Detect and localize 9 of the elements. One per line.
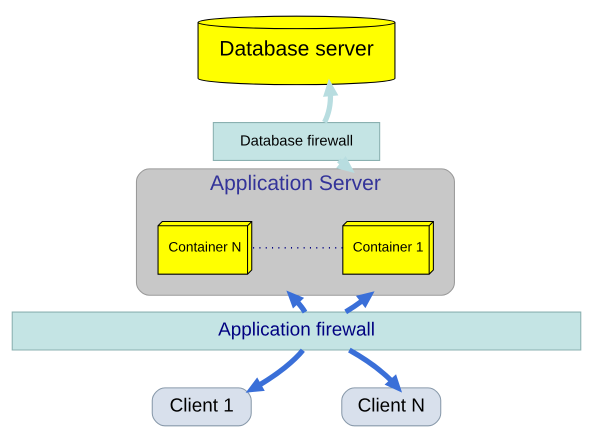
arrow [246, 348, 305, 392]
node-box: Database firewall [212, 122, 380, 160]
node-box: Application firewall [12, 311, 582, 350]
node-box: Client N [341, 386, 442, 426]
arrow [348, 347, 402, 392]
node-box: Client 1 [152, 386, 252, 426]
arrow [286, 290, 308, 313]
arrow [344, 290, 375, 314]
arrow [322, 78, 338, 123]
